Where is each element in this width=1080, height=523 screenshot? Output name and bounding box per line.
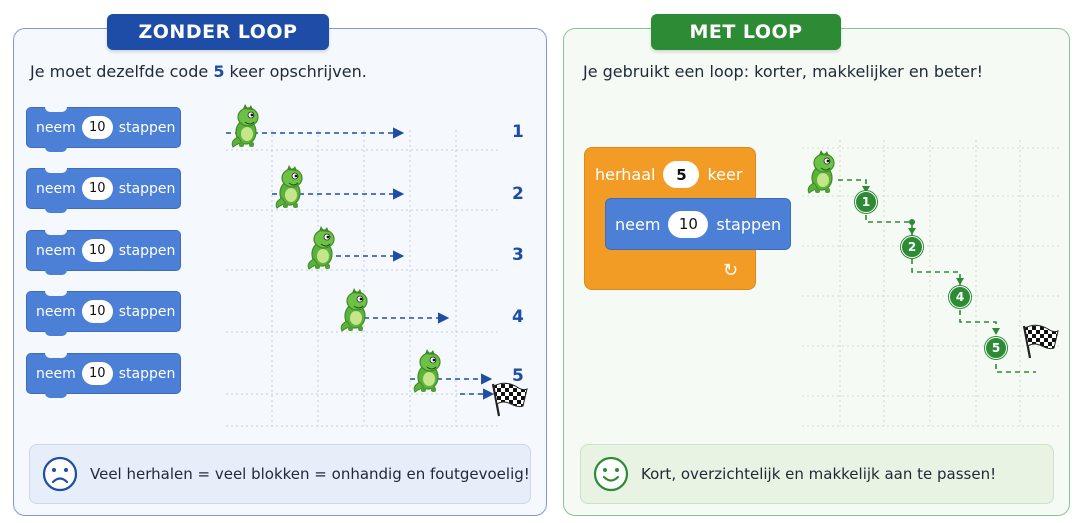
repeat-label: herhaal — [595, 165, 656, 184]
steps-input[interactable]: 10 — [81, 300, 113, 323]
step-number: 2 — [512, 184, 524, 204]
path-marker: 2 — [901, 236, 923, 258]
checkered-flag-icon — [1022, 324, 1060, 360]
green-dino-icon — [340, 287, 368, 332]
path-marker: 4 — [949, 286, 971, 308]
move-unit: stappen — [716, 214, 782, 234]
step-number: 4 — [512, 307, 524, 327]
without-loop-intro: Je moet dezelfde code 5 keer opschrijven… — [30, 62, 367, 81]
move-verb: neem — [36, 119, 76, 136]
right-grid — [802, 140, 1062, 427]
move-verb: neem — [36, 303, 76, 320]
sad-face-icon — [42, 456, 78, 492]
steps-input[interactable]: 10 — [81, 116, 113, 139]
with-loop-footer: Kort, overzichtelijk en makkelijk aan te… — [580, 444, 1054, 504]
with-loop-intro: Je gebruikt een loop: korter, makkelijke… — [583, 62, 984, 81]
steps-input[interactable]: 10 — [81, 177, 113, 200]
move-block[interactable]: neem 10 stappen — [26, 230, 181, 275]
step-number: 1 — [512, 122, 524, 142]
move-block[interactable]: neem 10 stappen — [26, 107, 181, 152]
with-loop-footer-text: Kort, overzichtelijk en makkelijk aan te… — [641, 465, 997, 483]
move-unit: stappen — [118, 365, 176, 382]
move-block[interactable]: neem 10 stappen — [26, 168, 181, 213]
steps-input[interactable]: 10 — [668, 210, 709, 238]
move-unit: stappen — [118, 303, 176, 320]
path-marker: 5 — [985, 337, 1007, 359]
happy-face-icon — [593, 456, 629, 492]
steps-input[interactable]: 10 — [81, 362, 113, 385]
green-dino-icon — [231, 103, 259, 148]
move-unit: stappen — [118, 242, 176, 259]
move-block-inside-loop[interactable]: neem 10 stappen — [605, 198, 791, 250]
move-unit: stappen — [118, 119, 176, 136]
move-verb: neem — [36, 365, 76, 382]
step-number: 3 — [512, 245, 524, 265]
with-loop-title: MET LOOP — [651, 14, 841, 50]
without-loop-footer: Veel herhalen = veel blokken = onhandig … — [29, 444, 531, 504]
repeat-unit: keer — [707, 165, 743, 184]
move-verb: neem — [615, 214, 661, 234]
move-verb: neem — [36, 180, 76, 197]
left-grid — [226, 130, 500, 427]
green-dino-icon — [307, 225, 335, 270]
path-marker: 1 — [855, 191, 877, 213]
without-loop-footer-text: Veel herhalen = veel blokken = onhandig … — [90, 465, 530, 483]
repeat-count-input[interactable]: 5 — [663, 161, 700, 188]
repeat-arrow-icon: ↻ — [723, 260, 739, 281]
green-dino-icon — [275, 164, 303, 209]
move-block[interactable]: neem 10 stappen — [26, 291, 181, 336]
checkered-flag-icon — [491, 382, 529, 418]
green-dino-icon — [807, 149, 835, 194]
repeat-count: 5 — [213, 62, 225, 81]
step-number: 5 — [512, 366, 524, 386]
green-dino-icon — [413, 348, 441, 393]
move-unit: stappen — [118, 180, 176, 197]
without-loop-title: ZONDER LOOP — [107, 14, 329, 50]
steps-input[interactable]: 10 — [81, 239, 113, 262]
move-verb: neem — [36, 242, 76, 259]
move-block[interactable]: neem 10 stappen — [26, 353, 181, 398]
